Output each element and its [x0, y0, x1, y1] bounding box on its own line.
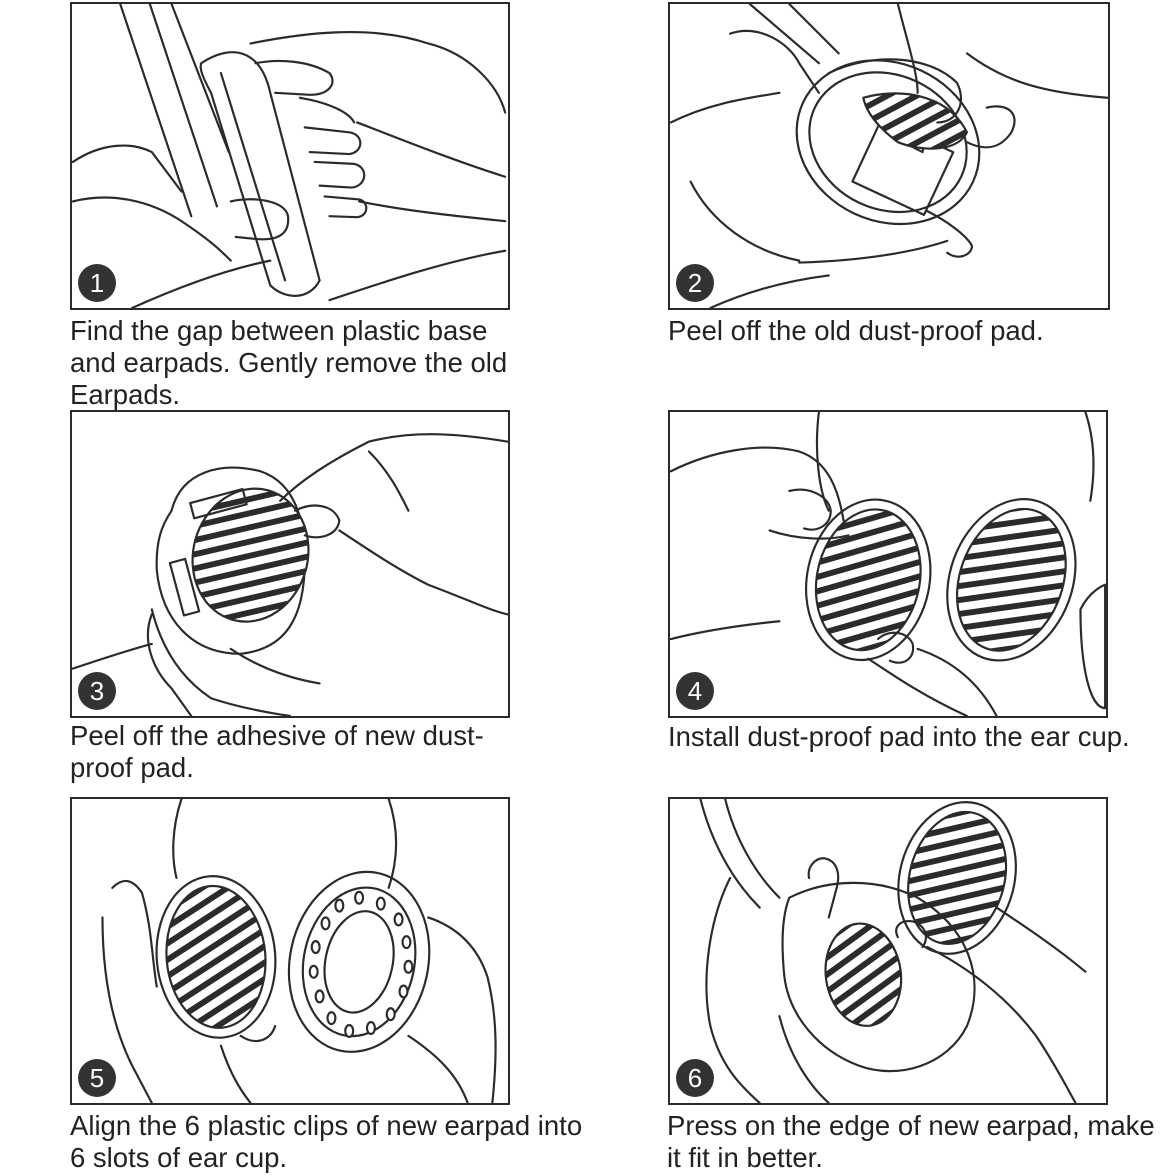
step-3-illustration: 3 — [70, 410, 510, 718]
step-1-illustration: 1 — [70, 2, 510, 310]
align-clips-drawing — [101, 799, 497, 1103]
step-2-caption: Peel off the old dust-proof pad. — [668, 315, 1044, 346]
step-4-illustration: 4 — [668, 410, 1108, 718]
step-2-illustration: 2 — [668, 2, 1110, 310]
install-pad-drawing — [670, 412, 1106, 716]
step-number-badge: 1 — [78, 264, 116, 302]
step-number-badge: 2 — [676, 264, 714, 302]
step-3-caption: Peel off the adhesive of new dust-proof … — [70, 720, 484, 783]
step-6-caption: Press on the edge of new earpad, make it… — [667, 1110, 1155, 1173]
step-5-illustration: 5 — [70, 797, 510, 1105]
step-number-badge: 4 — [676, 672, 714, 710]
step-number-badge: 3 — [78, 672, 116, 710]
step-5-caption: Align the 6 plastic clips of new earpad … — [70, 1110, 583, 1173]
headband-removal-drawing — [72, 4, 507, 308]
peel-adhesive-drawing — [72, 433, 508, 716]
step-6-illustration: 6 — [668, 797, 1108, 1105]
press-earpad-drawing — [699, 799, 1087, 1103]
step-4-caption: Install dust-proof pad into the ear cup. — [668, 721, 1130, 752]
step-number-badge: 6 — [676, 1059, 714, 1097]
step-1-caption: Find the gap between plastic base and ea… — [70, 315, 508, 410]
step-number-badge: 5 — [78, 1059, 116, 1097]
peel-old-pad-drawing — [670, 4, 1108, 308]
